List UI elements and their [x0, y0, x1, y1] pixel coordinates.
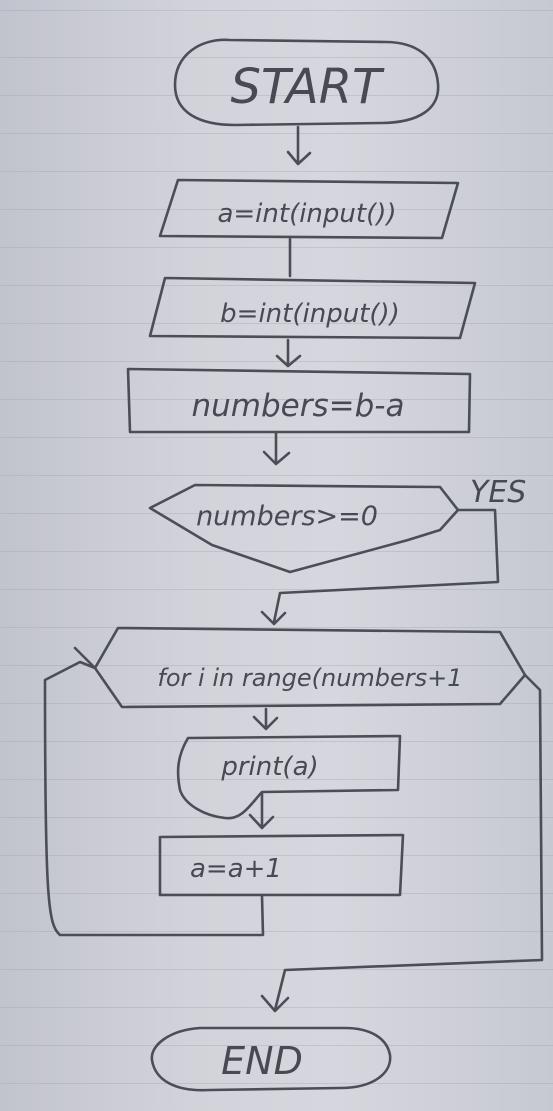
numbers-label: numbers=b-a	[192, 388, 405, 424]
print-shape	[176, 734, 402, 820]
start-label: START	[231, 59, 386, 115]
connector-loop-print	[252, 707, 279, 731]
end-terminal-shape	[150, 1026, 392, 1092]
input-b-label: b=int(input())	[220, 299, 400, 329]
increment-shape	[158, 833, 405, 897]
connector-input-b-numbers	[275, 338, 302, 368]
input-a-label: a=int(input())	[217, 199, 396, 229]
end-label: END	[221, 1039, 303, 1083]
condition-label: numbers>=0	[196, 501, 378, 532]
loop-node: for i in range(numbers+1	[93, 626, 527, 709]
increment-label: a=a+1	[190, 854, 282, 884]
condition-node: numbers>=0	[148, 483, 460, 574]
input-a-node: a=int(input())	[158, 178, 460, 240]
increment-node: a=a+1	[158, 833, 405, 897]
input-a-shape	[158, 178, 460, 240]
start-node: START	[173, 38, 440, 127]
connector-print-increment	[248, 791, 275, 830]
condition-shape	[148, 483, 460, 574]
numbers-node: numbers=b-a	[126, 367, 472, 434]
end-node: END	[150, 1026, 392, 1092]
connector-condition-yes	[260, 508, 500, 626]
yes-label: YES	[470, 475, 526, 510]
numbers-shape	[126, 367, 472, 434]
print-node: print(a)	[176, 734, 402, 820]
input-b-shape	[148, 276, 477, 340]
print-label: print(a)	[220, 752, 318, 782]
input-b-node: b=int(input())	[148, 276, 477, 340]
connector-loop-back	[43, 646, 265, 937]
connector-loop-exit	[260, 673, 544, 1013]
loop-label: for i in range(numbers+1	[157, 664, 462, 692]
connector-start-input-a	[286, 125, 312, 166]
connector-numbers-condition	[262, 431, 291, 466]
start-terminal-shape	[173, 38, 440, 127]
